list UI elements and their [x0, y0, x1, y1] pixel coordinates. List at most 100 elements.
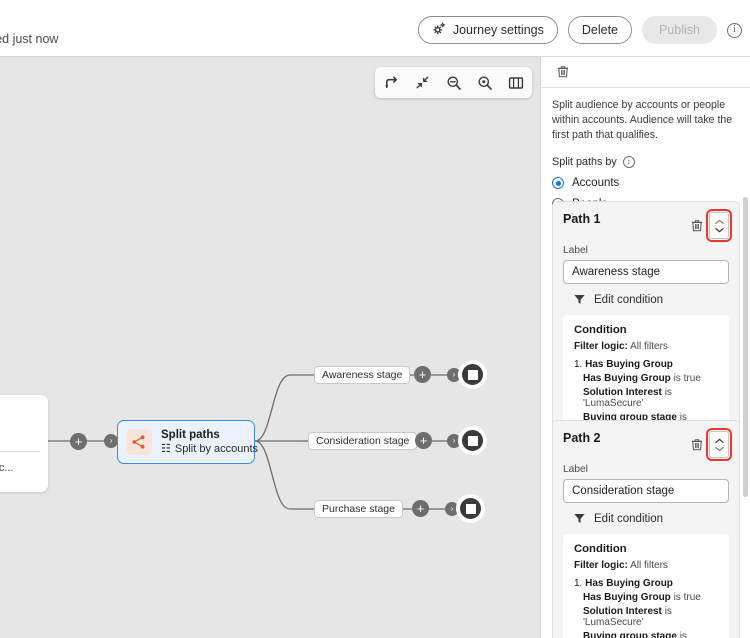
split-paths-by-info-icon[interactable]: i [622, 156, 635, 169]
path-2-rule-2-field: Solution Interest [583, 606, 662, 617]
panel-scrollbar-thumb[interactable] [743, 197, 748, 497]
stop-square-icon [467, 369, 478, 380]
filter-icon [574, 513, 585, 523]
path-2-label-input[interactable] [563, 479, 729, 503]
delete-label: Delete [581, 23, 618, 37]
path-1-rule-1: Has Buying Group is true [583, 373, 718, 384]
end-node-branch-3[interactable] [456, 494, 485, 523]
path-2-rule-3-field: Buying group stage [583, 631, 677, 638]
upstream-card-line2: ent [0, 430, 40, 442]
delete-path-1-icon[interactable] [689, 218, 705, 234]
canvas-toolbar [375, 67, 532, 98]
publish-label: Publish [659, 23, 700, 37]
upstream-node-card[interactable]: ring ent umaSec... [0, 395, 48, 492]
reorder-path-1-stepper[interactable] [706, 209, 732, 242]
edge-chevron-branch-1[interactable]: › [447, 368, 461, 382]
path-1-header-actions [689, 209, 732, 242]
path-1-title: Path 1 [563, 212, 601, 226]
split-node-text: Split paths ☷ Split by accounts [161, 429, 258, 456]
split-paths-icon [126, 429, 152, 455]
info-icon[interactable]: i [727, 22, 742, 38]
path-1-edit-condition-button[interactable]: Edit condition [563, 293, 729, 306]
path-2-edit-condition-button[interactable]: Edit condition [563, 512, 729, 525]
panel-scrollbar[interactable] [742, 57, 749, 638]
chevron-down-icon [714, 227, 724, 232]
chevron-down-icon [714, 446, 724, 451]
path-1-rule-1-value: true [683, 373, 701, 384]
flow-graph: ring ent umaSec... + › [0, 57, 540, 638]
top-bar: aved just now [0, 0, 750, 57]
path-2-filter-logic-caption: Filter logic: [574, 560, 628, 571]
upstream-card-divider [0, 451, 40, 452]
path-1-rule-2-value: 'LumaSecure' [583, 398, 644, 409]
path-2-group-name: Has Buying Group [585, 578, 673, 589]
reorder-path-2-stepper[interactable] [706, 428, 732, 461]
upstream-card-line1: ring [0, 404, 40, 416]
path-2-rule-1-op: is [673, 592, 681, 603]
chevron-up-icon [714, 219, 724, 224]
add-step-button-upstream[interactable]: + [70, 433, 87, 450]
path-1-condition-title: Condition [574, 324, 627, 336]
path-2-group-head: 1. Has Buying Group [574, 578, 718, 589]
journey-canvas[interactable]: ring ent umaSec... + › [0, 57, 540, 638]
path-1-rule-1-op: is [673, 373, 681, 384]
path-chip-purchase[interactable]: Purchase stage [314, 500, 403, 518]
end-node-branch-1[interactable] [458, 360, 487, 389]
edge-chevron-branch-2[interactable]: › [447, 434, 461, 448]
flow-edges [48, 374, 447, 510]
radio-accounts-icon [552, 177, 564, 190]
publish-button: Publish [642, 16, 717, 44]
path-1-filter-logic-value: All filters [630, 341, 668, 352]
split-node-subtitle: Split by accounts [174, 443, 259, 456]
edge-chevron-upstream[interactable]: › [104, 434, 118, 448]
path-1-edit-condition-label: Edit condition [594, 293, 664, 306]
branch-arrow-icon[interactable] [382, 73, 401, 92]
path-1-group-index: 1. [574, 359, 583, 370]
path-chip-awareness[interactable]: Awareness stage [314, 366, 411, 384]
path-1-label-input[interactable] [563, 260, 729, 284]
path-2-condition-box: Condition Filter logic: All filters 1. H… [563, 534, 729, 638]
delete-step-icon[interactable] [555, 63, 571, 79]
end-node-branch-2[interactable] [458, 426, 487, 455]
path-1-filter-logic-caption: Filter logic: [574, 341, 628, 352]
path-1-label-caption: Label [563, 245, 588, 256]
zoom-out-icon[interactable] [444, 73, 463, 92]
top-bar-actions: Journey settings Delete Publish i [417, 16, 742, 44]
journey-settings-button[interactable]: Journey settings [417, 16, 558, 44]
path-2-rule-2: Solution Interest is 'LumaSecure' [583, 606, 718, 628]
add-step-button-branch-1[interactable]: + [414, 366, 431, 383]
edge-chevron-branch-3[interactable]: › [445, 502, 459, 516]
path-2-header-actions [689, 428, 732, 461]
path-1-rule-3-op: is [679, 412, 687, 423]
panel-toolbar [541, 57, 750, 82]
radio-option-accounts[interactable]: Accounts [552, 177, 739, 190]
add-step-button-branch-2[interactable]: + [415, 432, 432, 449]
delete-button[interactable]: Delete [567, 16, 632, 44]
journey-settings-label: Journey settings [452, 23, 544, 37]
delete-path-2-icon[interactable] [689, 437, 705, 453]
stop-square-icon [467, 435, 478, 446]
path-2-rule-1-value: true [683, 592, 701, 603]
gear-icon [432, 21, 446, 39]
add-step-button-branch-3[interactable]: + [412, 500, 429, 517]
path-chip-consideration[interactable]: Consideration stage [308, 432, 418, 450]
path-1-rule-2: Solution Interest is 'LumaSecure' [583, 387, 718, 409]
path-1-rule-1-field: Has Buying Group [583, 373, 671, 384]
path-1-group-name: Has Buying Group [585, 359, 673, 370]
path-1-rule-2-field: Solution Interest [583, 387, 662, 398]
zoom-in-icon[interactable] [475, 73, 494, 92]
path-card-2: Path 2 [552, 420, 740, 638]
path-1-group-head: 1. Has Buying Group [574, 359, 718, 370]
saved-status: aved just now [0, 32, 59, 46]
panel-description: Split audience by accounts or people wit… [552, 99, 733, 142]
split-paths-node[interactable]: Split paths ☷ Split by accounts [117, 420, 258, 464]
split-node-subtitle-row: ☷ Split by accounts [161, 443, 258, 455]
panel-body: Split audience by accounts or people wit… [541, 88, 750, 211]
path-1-rule-3-field: Buying group stage [583, 412, 677, 423]
path-2-label-caption: Label [563, 464, 588, 475]
minimap-icon[interactable] [506, 73, 525, 92]
fit-to-screen-icon[interactable] [413, 73, 432, 92]
path-2-condition-title: Condition [574, 543, 627, 555]
path-2-edit-condition-label: Edit condition [594, 512, 664, 525]
